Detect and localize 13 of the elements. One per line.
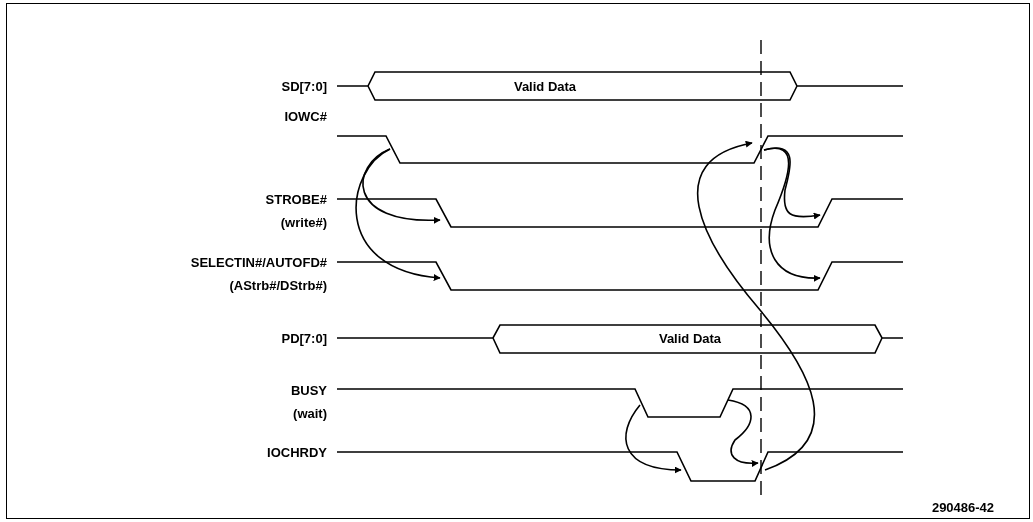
signal-name: STROBE# (265, 191, 327, 207)
signal-name: SELECTIN#/AUTOFD# (190, 254, 327, 270)
signal-name: PD[7:0] (281, 330, 327, 346)
bus-value-label: Valid Data (513, 78, 577, 94)
signal-alias: (write#) (280, 214, 327, 230)
figure-number: 290486-42 (931, 499, 995, 515)
signal-name: IOWC# (284, 108, 327, 124)
signal-alias: (wait) (293, 405, 327, 421)
bus-value-label: Valid Data (658, 330, 722, 346)
signal-name: BUSY (290, 382, 327, 398)
signal-name: IOCHRDY (267, 444, 327, 460)
signal-name: SD[7:0] (281, 78, 327, 94)
signal-alias: (AStrb#/DStrb#) (229, 277, 327, 293)
